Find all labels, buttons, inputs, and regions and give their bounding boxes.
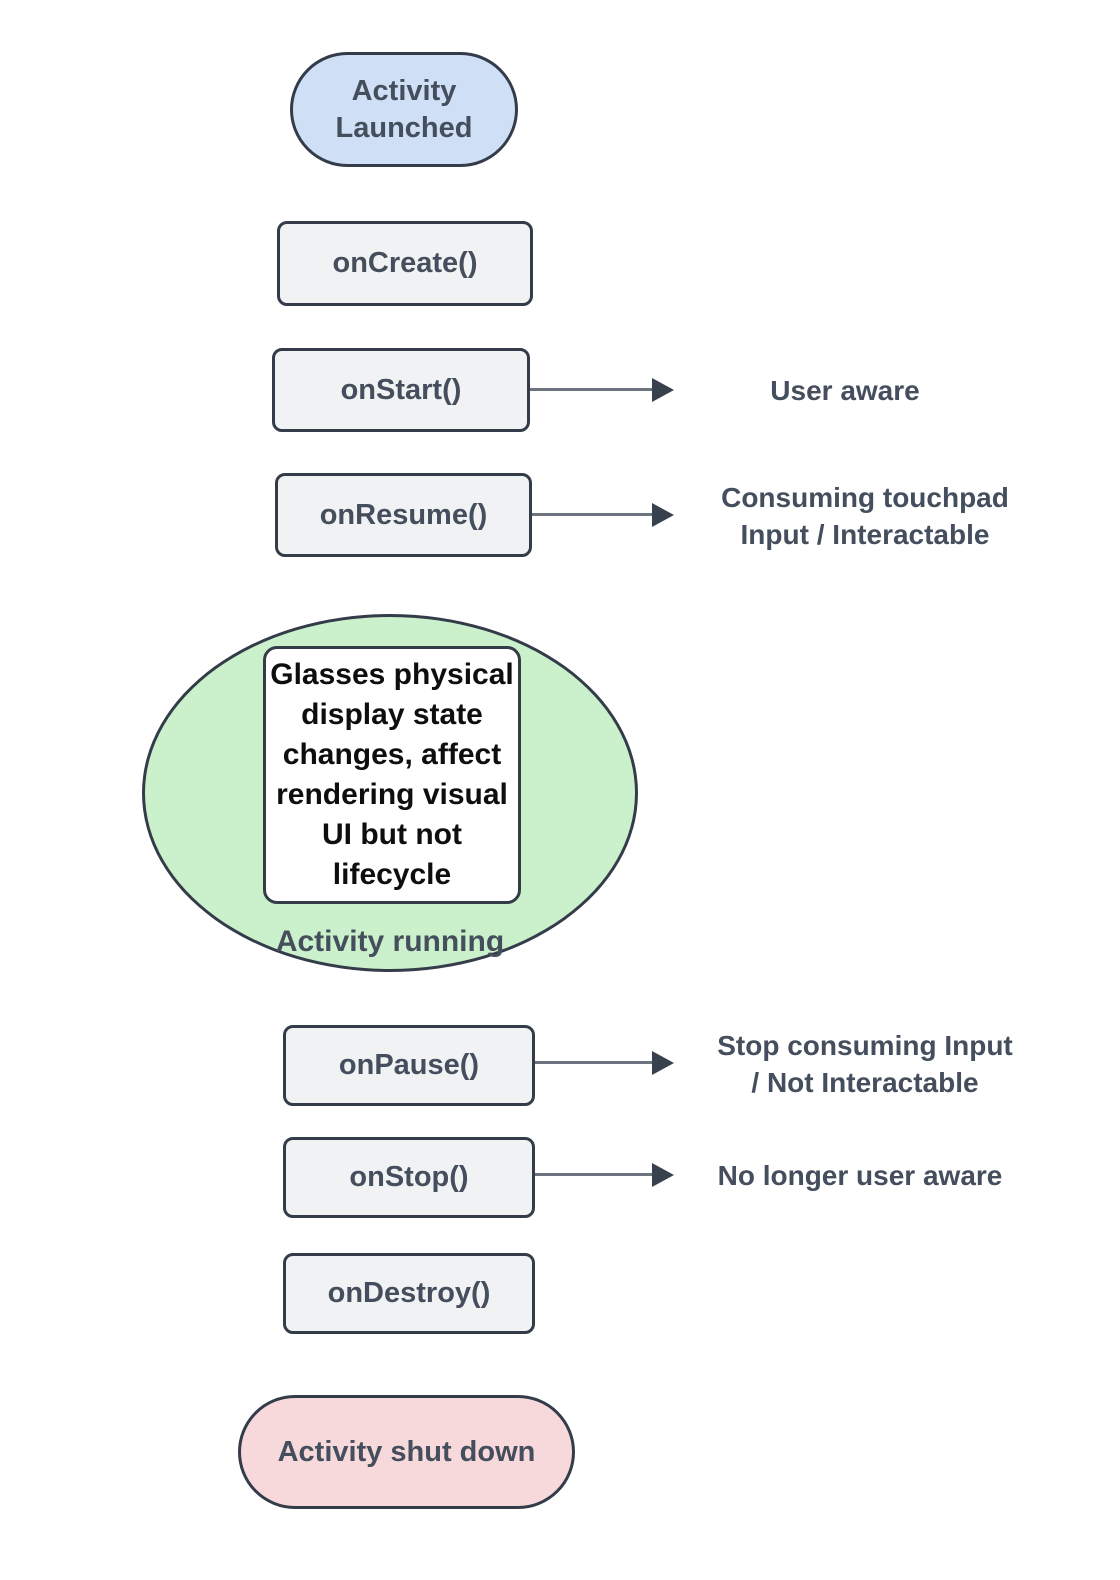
arrow-head-icon: [652, 1163, 674, 1187]
arrow-onstop-to-no-longer-aware: [535, 1163, 674, 1187]
arrow-onstart-to-user-aware: [530, 378, 674, 402]
note-line: display state: [301, 698, 483, 731]
node-onresume: onResume(): [275, 473, 532, 557]
arrow-line: [530, 388, 654, 391]
node-onpause-label: onPause(): [338, 1049, 480, 1081]
node-onstop-label: onStop(): [349, 1161, 469, 1193]
arrow-line: [535, 1061, 654, 1064]
arrow-line: [532, 513, 654, 516]
annotation-no-longer-line: No longer user aware: [717, 1159, 1003, 1191]
note-line: lifecycle: [332, 858, 452, 891]
node-ondestroy-label: onDestroy(): [327, 1277, 491, 1309]
ellipse-activity-running-label: Activity running: [275, 925, 505, 958]
note-glasses-display-state: Glasses physical display state changes, …: [263, 646, 521, 904]
node-activity-shut-down: Activity shut down: [238, 1395, 575, 1509]
note-line: Glasses physical: [270, 658, 514, 691]
node-ondestroy: onDestroy(): [283, 1253, 535, 1334]
note-line: rendering visual: [276, 778, 508, 811]
node-oncreate-label: onCreate(): [332, 247, 478, 279]
annotation-stop-consuming-line2: / Not Interactable: [751, 1067, 979, 1098]
node-oncreate: onCreate(): [277, 221, 533, 306]
note-line: UI but not: [322, 818, 462, 851]
annotation-user-aware-line: User aware: [770, 374, 920, 406]
node-onstart: onStart(): [272, 348, 530, 432]
arrow-head-icon: [652, 1051, 674, 1075]
node-onstart-label: onStart(): [340, 373, 462, 406]
annotation-consuming-line1: Consuming touchpad: [721, 482, 1009, 513]
note-line: changes, affect: [282, 738, 502, 771]
node-onstop: onStop(): [283, 1137, 535, 1218]
node-onresume-label: onResume(): [319, 498, 488, 531]
arrow-onpause-to-stop-consuming: [535, 1051, 674, 1075]
node-activity-shut-down-label: Activity shut down: [277, 1435, 536, 1468]
arrow-head-icon: [652, 378, 674, 402]
annotation-no-longer-user-aware: No longer user aware: [680, 1145, 1040, 1205]
node-activity-launched: Activity Launched: [290, 52, 518, 167]
node-activity-launched-label: Activity Launched: [335, 74, 473, 144]
node-onpause: onPause(): [283, 1025, 535, 1106]
annotation-consuming-touchpad: Consuming touchpad Input / Interactable: [690, 477, 1040, 555]
annotation-stop-consuming: Stop consuming Input / Not Interactable: [690, 1025, 1040, 1103]
annotation-user-aware: User aware: [700, 360, 990, 420]
arrow-onresume-to-consuming: [532, 503, 674, 527]
arrow-line: [535, 1173, 654, 1176]
annotation-stop-consuming-line1: Stop consuming Input: [717, 1030, 1013, 1061]
arrow-head-icon: [652, 503, 674, 527]
annotation-consuming-line2: Input / Interactable: [740, 519, 990, 550]
